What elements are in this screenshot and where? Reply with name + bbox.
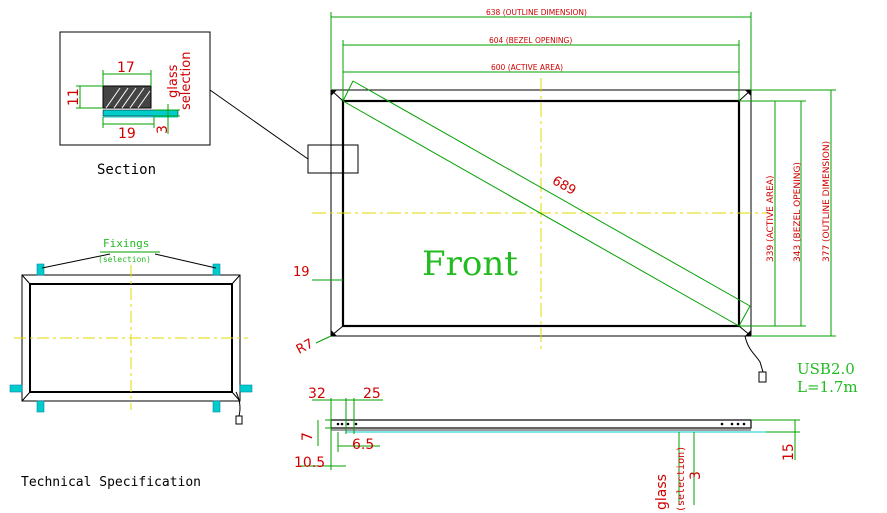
right-dimensions xyxy=(739,89,836,337)
section-hatched-block xyxy=(102,85,152,109)
usb-connector xyxy=(758,371,767,383)
side-dim-10-5: 10.5 xyxy=(294,455,325,471)
section-right-dim: 3 xyxy=(155,125,171,134)
side-dim-15: 15 xyxy=(781,443,797,461)
frame-width-label: 19 xyxy=(293,265,310,280)
side-dim-32: 32 xyxy=(308,386,326,402)
side-profile xyxy=(330,419,752,429)
fixing-brackets xyxy=(9,263,253,413)
top-dimensions xyxy=(330,12,752,101)
section-glass-label-1: glass xyxy=(166,64,181,98)
side-view: 32 25 7 6.5 10.5 15 glass (selection) 3 xyxy=(294,386,800,512)
front-view: 689 Front 638 (OUTLINE DIMENSION) 604 (B… xyxy=(209,8,858,396)
side-glass-label-1: glass xyxy=(654,474,670,510)
section-detail: 17 19 11 3 glass selection Section xyxy=(59,31,211,178)
usb-label-line2: L=1.7m xyxy=(797,378,858,396)
outline-width-label: 638 (OUTLINE DIMENSION) xyxy=(486,8,587,17)
side-dim-6-5: 6.5 xyxy=(352,437,374,453)
section-glass xyxy=(102,109,179,117)
fixings-view: Fixings (selection) xyxy=(9,237,253,425)
side-dim-25: 25 xyxy=(363,386,381,402)
section-top-dim: 17 xyxy=(117,60,135,76)
usb-cable xyxy=(744,335,764,373)
outline-height-label: 377 (OUTLINE DIMENSION) xyxy=(822,141,832,262)
active-width-label: 600 (ACTIVE AREA) xyxy=(491,63,563,72)
section-callout-box xyxy=(307,144,359,174)
front-label: Front xyxy=(422,244,518,284)
side-glass-dim: 3 xyxy=(688,471,704,480)
section-bottom-dim: 19 xyxy=(118,126,136,142)
section-left-dim: 11 xyxy=(66,88,82,106)
side-dim-7: 7 xyxy=(300,432,316,441)
diagonal-line xyxy=(342,100,740,327)
corner-radius-label: R7 xyxy=(294,336,316,357)
spec-title: Technical Specification xyxy=(21,475,201,490)
section-title: Section xyxy=(97,162,156,178)
fixings-title: Fixings xyxy=(103,237,149,250)
fixings-subtitle: (selection) xyxy=(98,255,151,264)
active-height-label: 339 (ACTIVE AREA) xyxy=(766,176,776,262)
usb-label-line1: USB2.0 xyxy=(797,360,855,378)
section-frame xyxy=(59,31,211,146)
side-glass-label-2: (selection) xyxy=(676,446,687,512)
section-glass-label-2: selection xyxy=(179,52,194,110)
bezel-width-label: 604 (BEZEL OPENING) xyxy=(489,36,572,45)
bezel-height-label: 343 (BEZEL OPENING) xyxy=(793,162,803,262)
